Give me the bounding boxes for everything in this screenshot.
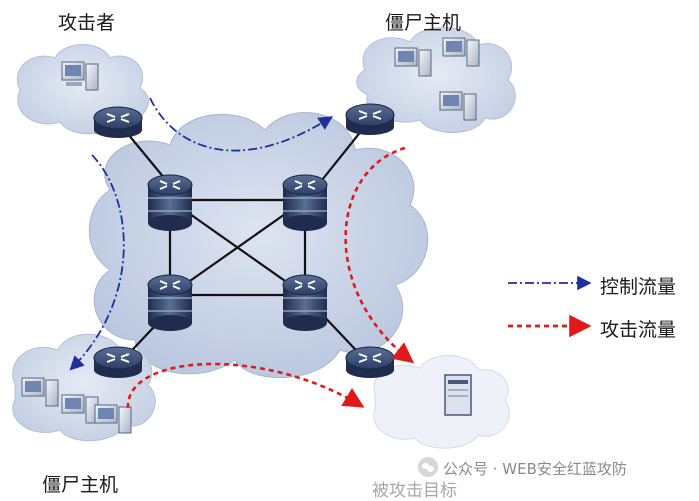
- victim-label: 被攻击目标: [372, 481, 457, 501]
- victim-server-icon: [444, 374, 472, 416]
- legend-control-label: 控制流量: [600, 276, 677, 298]
- watermark-text: 公众号 · WEB安全红蓝攻防: [443, 460, 627, 478]
- attack-flow-paths: [126, 146, 415, 409]
- zombie-top-right-label: 僵尸主机: [385, 12, 462, 34]
- zombie-computer-icon: [61, 394, 99, 424]
- edge-router-attacker: [93, 106, 143, 138]
- control-flow-paths: [69, 97, 334, 371]
- zombie-computer-icon: [439, 91, 477, 121]
- wechat-logo-icon: [418, 457, 438, 477]
- attacker-computer-icon: [61, 61, 99, 91]
- core-router-top-left: [147, 174, 193, 231]
- zombie-computer-icon: [94, 404, 132, 434]
- victim-cloud: [373, 355, 510, 449]
- central-network-cloud: [88, 112, 429, 379]
- attacker-label: 攻击者: [58, 12, 116, 34]
- edge-router-victim: [345, 346, 395, 378]
- zombie-computer-icon: [21, 377, 59, 407]
- legend-attack-label: 攻击流量: [600, 319, 677, 341]
- edge-router-zombie-top-right: [345, 103, 395, 135]
- core-router-bottom-left: [147, 274, 193, 331]
- zombie-computer-icon: [394, 47, 432, 77]
- edge-router-zombie-bottom-left: [93, 346, 143, 378]
- zombie-computer-icon: [442, 37, 480, 67]
- zombie-bottom-left-label: 僵尸主机: [42, 474, 119, 496]
- core-router-bottom-right: [282, 274, 328, 331]
- core-router-top-right: [282, 174, 328, 231]
